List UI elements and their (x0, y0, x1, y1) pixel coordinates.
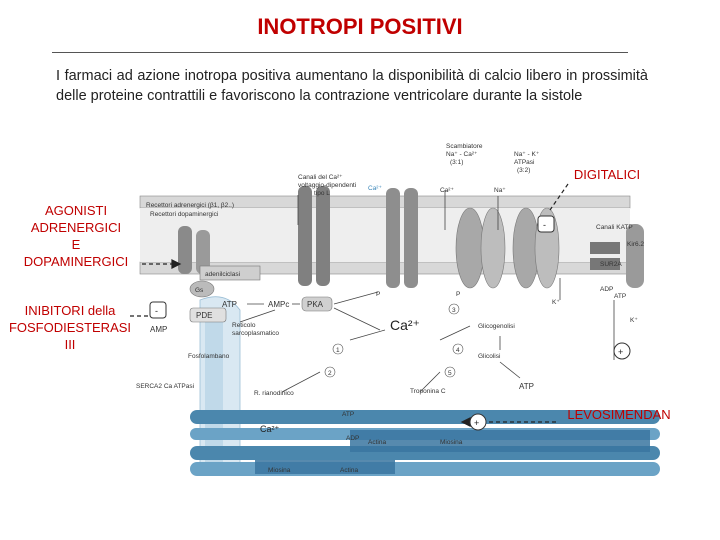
recettori-adrenergici-label: Recettori adrenergici (β1, β2..) (146, 202, 234, 209)
label-agonisti: AGONISTI ADRENERGICI E DOPAMINERGICI (12, 202, 140, 270)
katp-channel: Kir6.2 SUR2A (590, 224, 644, 288)
svg-text:-: - (155, 306, 158, 316)
miosina-label-1: Miosina (440, 439, 463, 446)
glicolisi-label: Glicolisi (478, 353, 500, 360)
amp-label: AMP (150, 325, 167, 334)
ca-extracellular-label: Ca²⁺ (368, 185, 382, 192)
pde-box (189, 307, 227, 323)
stimulate-badge-katp: + (613, 342, 631, 360)
canali-ca-label-1: Canali del Ca²⁺ (298, 174, 343, 181)
actina-label-1: Actina (368, 439, 386, 446)
atp-katp-label: ATP (614, 293, 626, 300)
myofilaments (190, 410, 660, 476)
glicogenolisi-label: Glicogenolisi (478, 323, 515, 330)
second-channel (386, 188, 418, 288)
ca-exchanger-label: Ca²⁺ (440, 187, 454, 194)
ampc-label: AMPc (268, 300, 289, 309)
atp-glicolisi-label: ATP (519, 382, 534, 391)
step-2: 2 (328, 370, 332, 377)
step-5: 5 (448, 370, 452, 377)
kir-label: Kir6.2 (627, 241, 644, 248)
atpasi-label-2: ATPasi (514, 159, 534, 166)
rianodinico-label: R. rianodinico (254, 390, 294, 397)
adrenergic-receptor (178, 226, 210, 274)
fosfolambano-label: Fosfolambano (188, 353, 230, 360)
stimulate-badge-levosimendan: + (469, 413, 487, 431)
adenilciclasi-label: adenilciclasi (205, 271, 240, 278)
ca-sr-label: Ca²⁺ (260, 424, 280, 434)
step-3: 3 (452, 307, 456, 314)
label-inibitori-line-2: FOSFODIESTERASI (8, 320, 132, 335)
gs-label: Gs (195, 287, 204, 294)
na-ca-exchanger (455, 207, 506, 289)
pde-label: PDE (196, 311, 212, 320)
k-katp-label: K⁺ (630, 317, 638, 324)
scambiatore-label-3: (3:1) (450, 159, 463, 166)
sur-label: SUR2A (600, 261, 622, 268)
scambiatore-label-2: Na⁺ - Ca²⁺ (446, 151, 478, 158)
svg-text:-: - (543, 220, 546, 230)
p-channel-label: P (376, 291, 380, 298)
slide-title: INOTROPI POSITIVI (257, 14, 463, 39)
k-pump-label: K⁺ (552, 299, 560, 306)
atp-myosin-label: ATP (342, 411, 354, 418)
serca-label: SERCA2 Ca ATPasi (136, 383, 194, 390)
reticolo-label-2: sarcoplasmatico (232, 330, 279, 337)
intro-paragraph: I farmaci ad azione inotropa positiva au… (56, 68, 648, 104)
adenylyl-cyclase: adenilciclasi Gs (189, 265, 261, 298)
canali-katp-label: Canali KATP (596, 224, 633, 231)
label-digitalici: DIGITALICI (573, 167, 641, 182)
step-1: 1 (336, 347, 340, 354)
label-inibitori-pde: INIBITORI della FOSFODIESTERASI III (2, 302, 138, 353)
miosina-label-2: Miosina (268, 467, 291, 474)
svg-text:+: + (618, 347, 623, 357)
title-divider (52, 52, 628, 53)
svg-text:+: + (474, 418, 479, 428)
adp-myosin-label: ADP (346, 435, 359, 442)
atpasi-label-1: Na⁺ - K⁺ (514, 151, 540, 158)
p-exchanger-label: P (456, 291, 460, 298)
na-outside-label: Na⁺ (494, 187, 506, 194)
canali-ca-label-2: voltaggio-dipendenti (298, 182, 356, 189)
label-agonisti-line-3: E (71, 237, 81, 252)
ca-cytosol-label: Ca²⁺ (390, 317, 420, 333)
label-agonisti-line-1: AGONISTI (44, 203, 108, 218)
label-agonisti-line-4: DOPAMINERGICI (23, 254, 129, 269)
label-inibitori-line-1: INIBITORI della (24, 303, 116, 318)
label-levosimendan: LEVOSIMENDAN (567, 407, 671, 422)
scambiatore-label-1: Scambiatore (446, 143, 483, 150)
l-type-calcium-channel (298, 186, 330, 286)
atp-label: ATP (222, 300, 237, 309)
label-inibitori-line-3: III (64, 337, 76, 352)
troponina-label: Troponina C (410, 388, 446, 395)
recettori-dopaminergici-label: Recettori dopaminergici (150, 211, 218, 218)
atpasi-label-3: (3:2) (517, 167, 530, 174)
label-agonisti-line-2: ADRENERGICI (30, 220, 122, 235)
actina-label-2: Actina (340, 467, 358, 474)
pka-label: PKA (307, 300, 324, 309)
reticolo-label-1: Reticolo (232, 322, 256, 329)
adp-label: ADP (600, 286, 613, 293)
step-4: 4 (456, 347, 460, 354)
canali-ca-label-3: tipo L (314, 190, 330, 197)
pka-box (301, 296, 333, 312)
inhibit-badge-pde: - (149, 301, 167, 319)
inhibit-badge-digitalici: - (537, 215, 555, 233)
step-markers: 3 1 4 2 5 (324, 303, 464, 378)
